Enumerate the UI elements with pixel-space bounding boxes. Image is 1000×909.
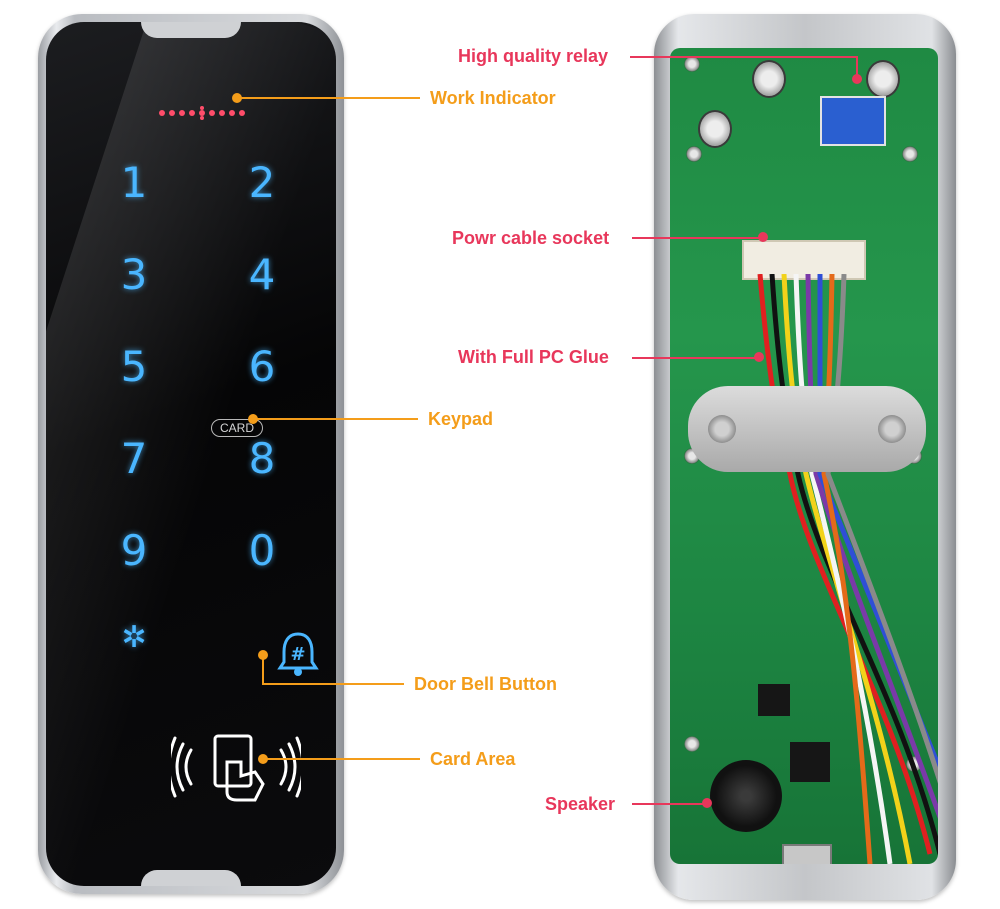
card-area-line: [266, 758, 420, 760]
speaker-dot: [702, 798, 712, 808]
relay-label: High quality relay: [458, 46, 609, 66]
relay-component: [820, 96, 886, 146]
bottom-notch: [141, 870, 241, 886]
bottom-tab: [782, 844, 832, 864]
key-1[interactable]: 1: [120, 158, 148, 207]
key-5[interactable]: 5: [120, 342, 148, 391]
front-glass-panel: 1 2 3 4 5 6 7 8 9 0 ✲ CARD #: [46, 22, 336, 886]
capacitor: [752, 60, 786, 98]
key-4[interactable]: 4: [248, 250, 276, 299]
door-bell-label: Door Bell Button: [414, 674, 557, 694]
key-7[interactable]: 7: [120, 434, 148, 483]
work-indicator-led-icon: [159, 106, 245, 120]
ic-chip: [790, 742, 830, 782]
card-reader-icon: [171, 734, 301, 802]
key-9[interactable]: 9: [120, 526, 148, 575]
key-2[interactable]: 2: [248, 158, 276, 207]
cable-wires: [757, 274, 938, 864]
cable-socket-line: [632, 237, 760, 239]
circuit-board: [670, 48, 938, 864]
relay-dot: [852, 74, 862, 84]
key-3[interactable]: 3: [120, 250, 148, 299]
door-bell-icon[interactable]: #: [276, 630, 320, 678]
cable-socket-label: Powr cable socket: [452, 228, 610, 248]
pc-glue-line: [632, 357, 756, 359]
power-cable-socket: [742, 240, 866, 280]
bell-hash-symbol: #: [290, 644, 305, 665]
screw-icon: [878, 415, 906, 443]
work-indicator-label: Work Indicator: [430, 88, 556, 108]
speaker-buzzer: [710, 760, 782, 832]
card-label: CARD: [211, 419, 263, 437]
capacitor: [866, 60, 900, 98]
key-0[interactable]: 0: [248, 526, 276, 575]
top-notch: [141, 22, 241, 38]
keypad-dot: [248, 414, 258, 424]
speaker-line: [632, 803, 704, 805]
pc-glue-dot: [754, 352, 764, 362]
card-area-dot: [258, 754, 268, 764]
key-star[interactable]: ✲: [121, 620, 147, 655]
card-area-label: Card Area: [430, 749, 516, 769]
key-6[interactable]: 6: [248, 342, 276, 391]
pcb-mounting-hole: [686, 146, 702, 162]
relay-line: [630, 56, 858, 58]
door-bell-vline: [262, 656, 264, 684]
door-bell-dot: [258, 650, 268, 660]
cable-socket-dot: [758, 232, 768, 242]
ic-chip: [758, 684, 790, 716]
capacitor: [698, 110, 732, 148]
keypad-front: 1 2 3 4 5 6 7 8 9 0 ✲ CARD #: [38, 14, 344, 894]
screw-icon: [708, 415, 736, 443]
keypad-label: Keypad: [428, 409, 494, 429]
pcb-mounting-hole: [902, 146, 918, 162]
keypad-line: [256, 418, 418, 420]
door-bell-line: [262, 683, 404, 685]
keypad-back: [654, 14, 956, 900]
key-8[interactable]: 8: [248, 434, 276, 483]
mounting-bracket: [688, 386, 926, 472]
speaker-label: Speaker: [545, 794, 616, 814]
relay-vline: [856, 56, 858, 78]
work-indicator-dot: [232, 93, 242, 103]
pcb-mounting-hole: [684, 56, 700, 72]
work-indicator-line: [240, 97, 420, 99]
pcb-mounting-hole: [684, 736, 700, 752]
pc-glue-label: With Full PC Glue: [458, 347, 609, 367]
